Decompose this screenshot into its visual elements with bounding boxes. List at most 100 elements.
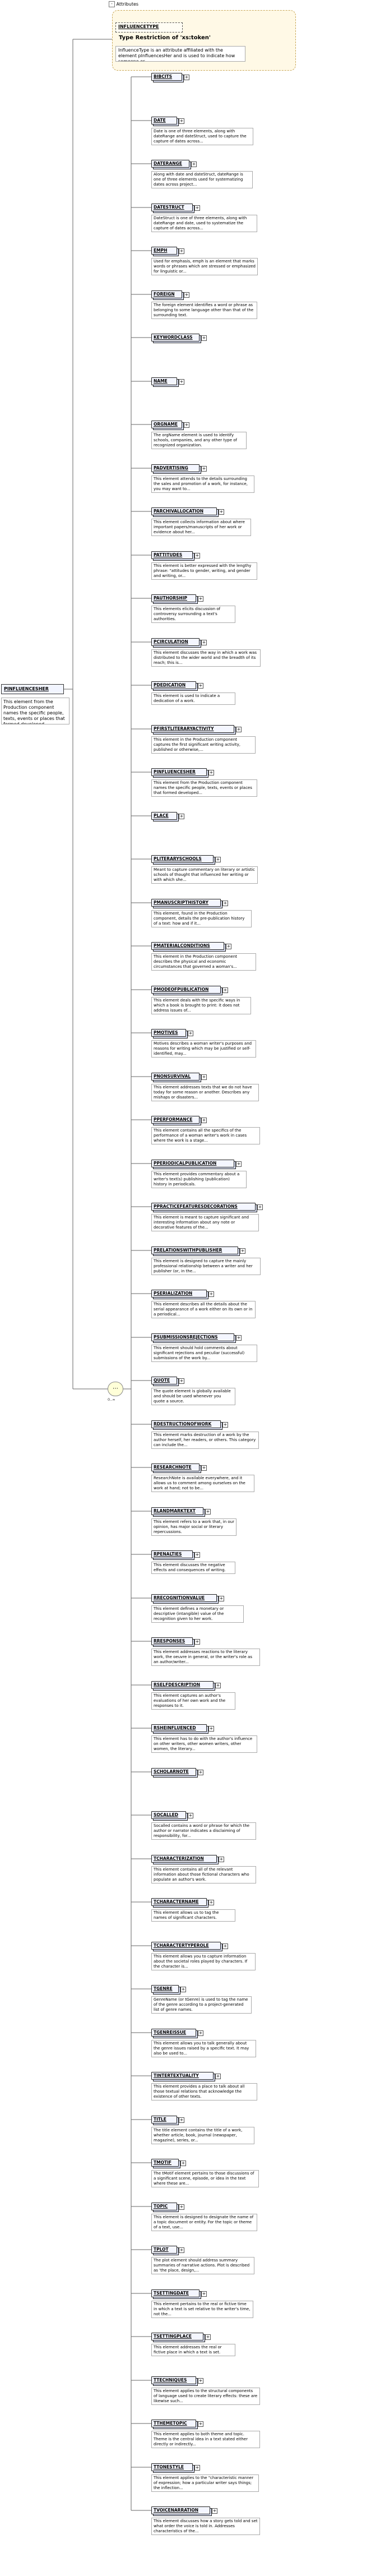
element-tmotif[interactable]: TMOTIF xyxy=(151,2159,179,2167)
expand-icon[interactable]: + xyxy=(188,1031,193,1036)
expand-icon[interactable]: + xyxy=(194,205,200,211)
expand-icon[interactable]: + xyxy=(236,727,242,732)
element-topic[interactable]: TOPIC xyxy=(151,2203,177,2210)
element-bibcits[interactable]: BIBCITS xyxy=(151,73,182,81)
expand-icon[interactable]: + xyxy=(198,2421,203,2427)
expand-icon[interactable]: + xyxy=(226,944,231,949)
element-ttonestyle[interactable]: TTONESTYLE xyxy=(151,2463,193,2471)
element-tplot[interactable]: TPLOT xyxy=(151,2246,177,2254)
element-tintertextuality[interactable]: TINTERTEXTUALITY xyxy=(151,2072,214,2080)
element-pperformance[interactable]: PPERFORMANCE xyxy=(151,1116,200,1124)
element-tcharactertyperole[interactable]: TCHARACTERTYPEROLE xyxy=(151,1942,221,1950)
element-pmotives[interactable]: PMOTIVES xyxy=(151,1029,186,1037)
expand-icon[interactable]: + xyxy=(236,1161,242,1167)
expand-icon[interactable]: + xyxy=(179,2117,184,2123)
expand-icon[interactable]: + xyxy=(198,683,203,689)
expand-icon[interactable]: + xyxy=(194,1552,200,1558)
expand-icon[interactable]: + xyxy=(179,1378,184,1384)
expand-icon[interactable]: + xyxy=(201,335,207,341)
expand-icon[interactable]: + xyxy=(201,1118,207,1123)
expand-icon[interactable]: + xyxy=(240,1248,245,1254)
expand-icon[interactable]: + xyxy=(179,2247,184,2253)
expand-icon[interactable]: + xyxy=(194,1639,200,1645)
expand-icon[interactable]: + xyxy=(222,987,228,993)
element-pliteraryschools[interactable]: PLITERARYSCHOOLS xyxy=(151,855,214,863)
expand-icon[interactable]: + xyxy=(215,1683,221,1688)
expand-icon[interactable]: + xyxy=(222,901,228,906)
element-title[interactable]: TITLE xyxy=(151,2116,177,2123)
expand-icon[interactable]: + xyxy=(201,640,207,645)
element-place[interactable]: PLACE xyxy=(151,812,177,820)
expand-icon[interactable]: + xyxy=(180,2160,186,2166)
expand-icon[interactable]: + xyxy=(257,1204,263,1210)
attribute-influencetype[interactable]: INFLUENCETYPE xyxy=(115,22,183,33)
expand-icon[interactable]: + xyxy=(180,1987,186,1992)
element-rrecognitionvalue[interactable]: RRECOGNITIONVALUE xyxy=(151,1594,217,1602)
collapse-toggle-icon[interactable]: - xyxy=(109,1,115,7)
element-pserialization[interactable]: PSERIALIZATION xyxy=(151,1290,207,1298)
element-scholarnote[interactable]: SCHOLARNOTE xyxy=(151,1768,196,1776)
expand-icon[interactable]: + xyxy=(179,118,184,124)
element-pdedication[interactable]: PDEDICATION xyxy=(151,681,196,689)
expand-icon[interactable]: + xyxy=(208,1900,214,1905)
expand-icon[interactable]: + xyxy=(222,1943,228,1949)
element-pinfluencesher[interactable]: PINFLUENCESHER xyxy=(151,768,207,776)
element-quote[interactable]: QUOTE xyxy=(151,1377,177,1384)
expand-icon[interactable]: + xyxy=(198,1770,203,1775)
expand-icon[interactable]: + xyxy=(198,2378,203,2384)
element-tgenreissue[interactable]: TGENREISSUE xyxy=(151,2029,196,2037)
expand-icon[interactable]: + xyxy=(201,466,207,472)
element-rselfdescription[interactable]: RSELFDESCRIPTION xyxy=(151,1681,214,1689)
expand-icon[interactable]: + xyxy=(208,770,214,775)
element-keywordclass[interactable]: KEYWORDCLASS xyxy=(151,334,200,341)
expand-icon[interactable]: + xyxy=(215,2074,221,2079)
expand-icon[interactable]: + xyxy=(212,2508,217,2514)
element-pcirculation[interactable]: PCIRCULATION xyxy=(151,638,200,646)
element-padvertising[interactable]: PADVERTISING xyxy=(151,464,200,472)
element-date[interactable]: DATE xyxy=(151,117,177,124)
element-pmaterialconditions[interactable]: PMATERIALCONDITIONS xyxy=(151,942,224,950)
expand-icon[interactable]: + xyxy=(215,857,221,862)
expand-icon[interactable]: + xyxy=(179,248,184,254)
element-pmodeofpublication[interactable]: PMODEOFPUBLICATION xyxy=(151,986,221,994)
element-foreign[interactable]: FOREIGN xyxy=(151,290,182,298)
element-socalled[interactable]: SOCALLED xyxy=(151,1811,186,1819)
expand-icon[interactable]: + xyxy=(205,1509,211,1515)
element-orgname[interactable]: ORGNAME xyxy=(151,421,182,428)
expand-icon[interactable]: + xyxy=(201,1465,207,1471)
root-element-pinfluencesher[interactable]: PINFLUENCESHER xyxy=(1,684,64,694)
element-parchivallocation[interactable]: PARCHIVALLOCATION xyxy=(151,507,217,515)
element-pfirstliteraryactivity[interactable]: PFIRSTLITERARYACTIVITY xyxy=(151,725,234,733)
expand-icon[interactable]: + xyxy=(219,1596,224,1601)
sequence-compositor-icon[interactable]: ⋯ xyxy=(108,1382,123,1396)
expand-icon[interactable]: + xyxy=(219,509,224,515)
element-psubmissionsrejections[interactable]: PSUBMISSIONSREJECTIONS xyxy=(151,1333,234,1341)
expand-icon[interactable]: + xyxy=(179,814,184,819)
expand-icon[interactable]: + xyxy=(208,1291,214,1297)
expand-icon[interactable]: + xyxy=(184,292,189,298)
expand-icon[interactable]: + xyxy=(194,2465,200,2471)
expand-icon[interactable]: + xyxy=(191,161,197,167)
element-rsheinfluenced[interactable]: RSHEINFLUENCED xyxy=(151,1724,207,1732)
element-pauthorship[interactable]: PAUTHORSHIP xyxy=(151,594,196,602)
expand-icon[interactable]: + xyxy=(236,1335,242,1341)
element-tgenre[interactable]: TGENRE xyxy=(151,1985,179,1993)
expand-icon[interactable]: + xyxy=(188,1813,193,1818)
element-rresponses[interactable]: RRESPONSES xyxy=(151,1637,193,1645)
expand-icon[interactable]: + xyxy=(194,553,200,558)
element-name[interactable]: NAME xyxy=(151,377,177,385)
expand-icon[interactable]: + xyxy=(208,1726,214,1732)
expand-icon[interactable]: + xyxy=(205,2334,211,2340)
expand-icon[interactable]: + xyxy=(179,379,184,385)
element-pnonsurvival[interactable]: PNONSURVIVAL xyxy=(151,1073,200,1081)
element-daterange[interactable]: DATERANGE xyxy=(151,160,189,168)
element-tcharacterization[interactable]: TCHARACTERIZATION xyxy=(151,1855,217,1863)
expand-icon[interactable]: + xyxy=(219,1857,224,1862)
element-pmanuscripthistory[interactable]: PMANUSCRIPTHISTORY xyxy=(151,899,221,907)
element-prelationswithpublisher[interactable]: PRELATIONSWITHPUBLISHER xyxy=(151,1247,238,1254)
element-pperiodicalpublication[interactable]: PPERIODICALPUBLICATION xyxy=(151,1160,234,1167)
element-researchnote[interactable]: RESEARCHNOTE xyxy=(151,1464,200,1471)
element-datestruct[interactable]: DATESTRUCT xyxy=(151,204,193,211)
expand-icon[interactable]: + xyxy=(201,1074,207,1080)
element-rdestructionofwork[interactable]: RDESTRUCTIONOFWORK xyxy=(151,1420,221,1428)
